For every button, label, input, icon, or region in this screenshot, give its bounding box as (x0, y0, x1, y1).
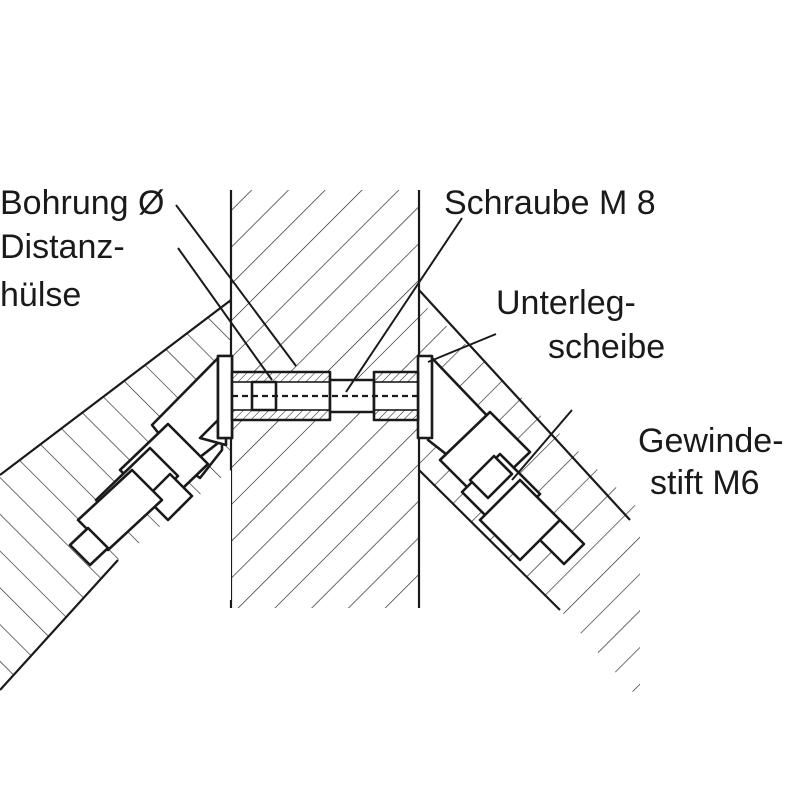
label-distanzhuelse-line1: Distanz- (0, 228, 125, 266)
right-clamp-assembly (416, 354, 586, 566)
label-gewindestift-line1: Gewinde- (638, 422, 784, 460)
bolt-assembly (216, 354, 420, 440)
label-gewindestift-line2: stift M6 (650, 464, 760, 502)
label-unterlegscheibe-line2: scheibe (548, 328, 665, 366)
label-distanzhuelse-line2: hülse (0, 276, 81, 314)
leader-lines (175, 204, 573, 481)
label-unterlegscheibe-line1: Unterleg- (496, 284, 636, 322)
label-bohrung: Bohrung Ø (0, 184, 164, 222)
left-clamp-assembly (68, 354, 234, 567)
label-schraube: Schraube M 8 (444, 184, 656, 222)
